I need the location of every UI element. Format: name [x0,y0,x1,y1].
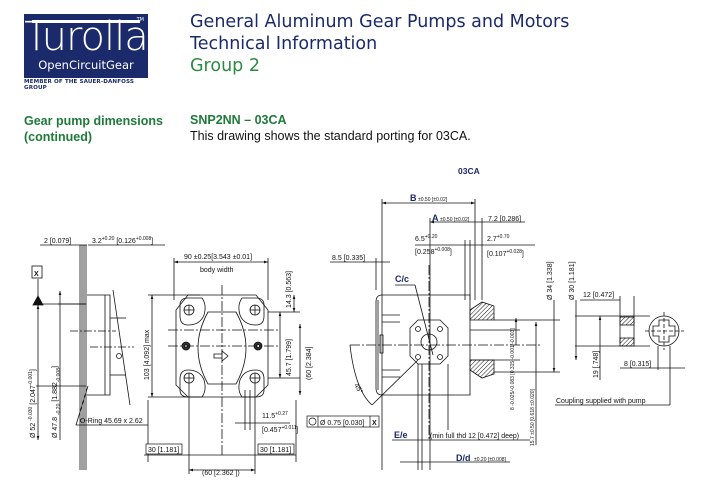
position-tolerance: Ø 0.75 [0.030] [320,420,364,427]
body-width-label: body width [200,267,234,274]
side-view [32,244,165,470]
dim-B-label: B [410,193,417,203]
dim-shaft-dia-30: Ø 30 [1.181] [569,261,576,300]
dim-pilot-depth: 3.2+0.20 [0.126+0.008] [92,236,153,245]
dim-shaft-dia-34: Ø 34 [1.338] [547,261,554,300]
logo-member-text: MEMBER OF THE SAUER-DANFOSS GROUP [24,79,134,91]
dim-7-2: 7.2 [0.286] [488,216,521,223]
logo-subtitle: OpenCircuitGear [38,58,134,72]
turolla-logo: Turolla TM OpenCircuitGear [24,14,149,78]
dim-6-5: 6.5+0.20 [415,234,438,243]
section-label: Gear pump dimensions (continued) [24,113,163,145]
dim-Dd-tol: ±0.20 [±0.008] [474,457,507,463]
logo-bar [32,20,140,23]
dim-2-7-inch: [0.107+0.028] [487,249,524,258]
dim-8-5: 8.5 [0.335] [332,255,365,262]
header-title-line2: Technical Information [190,34,378,54]
dim-top-offset: 14.3 [0.563] [286,271,293,308]
figure-id: 03CA [458,166,480,176]
section-description: This drawing shows the standard porting … [190,129,471,143]
front-view [144,258,302,474]
position-tolerance-icon [308,417,317,426]
dim-A-label: A [432,213,439,223]
rear-view [330,199,578,470]
position-datum: X [372,420,377,427]
dim-right-offset: 30 [1.181] [260,447,291,454]
document-header: General Aluminum Gear Pumps and Motors T… [190,11,569,77]
dim-flange-thickness: 2 [0.079] [44,238,71,245]
dim-bolt-hole: 11.5+0.27 [262,411,288,420]
dim-bolt-spacing: (60 [2.384] [306,346,313,380]
header-group: Group 2 [190,56,260,76]
coupling-dim-tang: 8 [0.315] [624,361,651,368]
port-label-Cc: C/c [395,274,409,284]
datum-x-label: X [34,271,39,278]
logo-wordmark: Turolla [24,14,149,60]
dim-bottom-spacing: (60 [2.362 ]) [202,470,240,477]
dim-bolt-vertical: 45.7 [1.799] [286,339,293,376]
dim-height-max: 103 [4.092] max [144,329,151,380]
dim-key-width: 8 -0.025/-0.083 [0.315 -0.001/-0.003] [510,328,516,410]
dim-bolt-hole-inch: [0.457+0.011] [262,425,299,434]
coupling-dim-width: 12 [0.472] [583,292,614,299]
port-label-Ee: E/e [394,430,408,440]
thread-note: (min full thd 12 [0.472] deep) [430,433,519,440]
section-label-line1: Gear pump dimensions [24,114,163,128]
coupling-note: Coupling supplied with pump [556,398,646,405]
logo-trademark: TM [136,17,144,23]
dim-pilot-diameter: Ø 52 -0.030 [2.047-0.001] [28,369,37,438]
header-title-line1: General Aluminum Gear Pumps and Motors [190,12,570,32]
section-label-line2: (continued) [24,130,93,144]
dim-oring-diameter: Ø 47.8 -0.20 [1.882-0.008] [52,366,62,438]
dim-B-tol: ±0.50 [±0.02] [418,197,448,203]
dim-left-offset: 30 [1.181] [148,447,179,454]
section-model: SNP2NN – 03CA [190,113,287,127]
oring-label: O-Ring 45.69 x 2.62 [80,418,143,425]
dim-A-tol: ±0.50 [±0.02] [440,217,470,223]
dim-2-7: 2.7+0.70 [487,234,510,243]
coupling-dim-length: 19 [.748] [593,351,600,378]
dim-body-width: 90 ±0.25[3.543 ±0.01] [184,254,252,261]
coupling-view [555,296,685,406]
dim-15-7: 15.7 ±0.50 [0.618 ±0.020] [530,388,536,446]
port-label-Dd: D/d [456,453,471,463]
dim-6-5-inch: [0.258+0.008] [415,247,452,256]
